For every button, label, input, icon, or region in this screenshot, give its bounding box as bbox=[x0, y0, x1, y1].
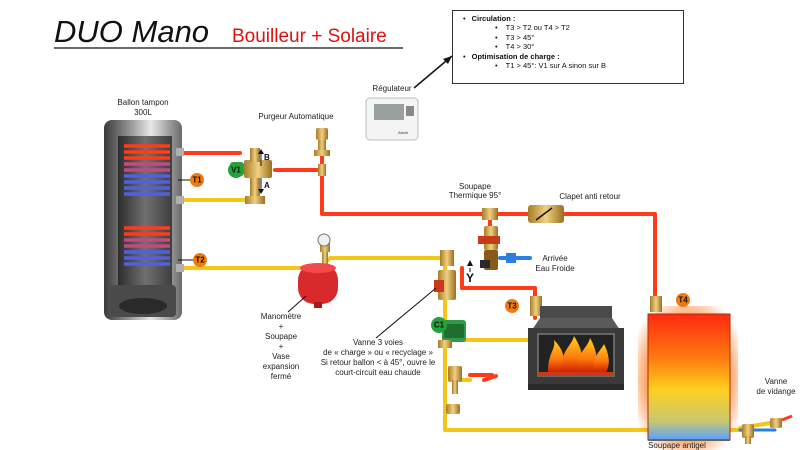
page-title: DUO Mano bbox=[54, 14, 209, 49]
svg-text:Si retour ballon < à 45°, ouvr: Si retour ballon < à 45°, ouvre le bbox=[321, 358, 436, 367]
pump-drain-valve bbox=[446, 366, 462, 414]
vanne3-pointer bbox=[375, 287, 437, 339]
stove-return-pipe bbox=[460, 286, 537, 320]
svg-text:fermé: fermé bbox=[271, 372, 292, 381]
expansion-vessel bbox=[298, 233, 338, 308]
svg-text:T2: T2 bbox=[195, 256, 205, 265]
manometre-label: Manomètre + Soupape + Vase expansion fer… bbox=[261, 312, 302, 381]
circulation-rule-3: T4 > 30° bbox=[495, 42, 677, 51]
circulator-pump[interactable] bbox=[438, 320, 466, 348]
regulator-unit: Régulateur Atech bbox=[365, 84, 419, 141]
tank-label-volume: 300L bbox=[134, 108, 152, 117]
circulation-rule-1: T3 > T2 ou T4 > T2 bbox=[495, 23, 677, 32]
charge-rule-1: T1 > 45°: V1 sur A sinon sur B bbox=[495, 61, 677, 70]
badge-t1: T1 bbox=[178, 173, 204, 187]
svg-text:Vanne 3 voies: Vanne 3 voies bbox=[353, 338, 403, 347]
badge-v1: V1 bbox=[228, 162, 244, 178]
badge-c1: C1 bbox=[431, 317, 447, 333]
port-a-label: A bbox=[264, 181, 270, 190]
svg-text:expansion: expansion bbox=[263, 362, 299, 371]
lower-coil bbox=[124, 226, 170, 266]
antigel-label: Soupape antigel bbox=[648, 441, 706, 450]
svg-text:de « charge » ou « recyclage »: de « charge » ou « recyclage » bbox=[323, 348, 433, 357]
svg-text:V1: V1 bbox=[231, 166, 241, 175]
check-valve: Clapet anti retour bbox=[528, 192, 621, 223]
svg-text:Soupape: Soupape bbox=[265, 332, 298, 341]
page-subtitle: Bouilleur + Solaire bbox=[232, 26, 387, 47]
circulation-rule-2: T3 > 45° bbox=[495, 33, 677, 42]
solar-collector bbox=[638, 296, 738, 450]
tank-label-name: Ballon tampon bbox=[117, 98, 168, 107]
clapet-to-t4-pipe bbox=[538, 212, 657, 300]
soupape-label-1: Soupape bbox=[459, 182, 492, 191]
fire-icon bbox=[548, 336, 609, 372]
antifreeze-valve: Soupape antigel bbox=[648, 424, 754, 450]
vidange-label-2: de vidange bbox=[756, 387, 796, 396]
svg-text:Vase: Vase bbox=[272, 352, 290, 361]
drain-handle bbox=[482, 374, 498, 382]
vanne3-label: Vanne 3 voies de « charge » ou « recycla… bbox=[321, 338, 436, 377]
regulateur-label: Régulateur bbox=[372, 84, 411, 93]
t3-fitting bbox=[530, 296, 542, 316]
sensor-badges: T1 T2 T3 T4 V1 C1 bbox=[178, 162, 690, 333]
svg-text:T4: T4 bbox=[678, 296, 688, 305]
stove-feed-pipe bbox=[453, 328, 537, 342]
vidange-label-1: Vanne bbox=[765, 377, 788, 386]
svg-text:T1: T1 bbox=[192, 176, 202, 185]
wood-stove bbox=[528, 306, 624, 390]
title-group: DUO Mano Bouilleur + Solaire bbox=[54, 14, 403, 49]
junction-y-label: Y bbox=[466, 271, 474, 285]
panel-return-pipe bbox=[443, 338, 662, 432]
auto-air-vent: Purgeur Automatique bbox=[258, 112, 334, 176]
soupape-label-2: Thermique 95° bbox=[449, 191, 502, 200]
svg-text:+: + bbox=[279, 342, 284, 351]
svg-text:+: + bbox=[279, 322, 284, 331]
arrivee-label-1: Arrivée bbox=[542, 254, 568, 263]
thermal-relief-valve: Soupape Thermique 95° bbox=[449, 182, 502, 270]
upper-coil bbox=[124, 144, 170, 196]
badge-t3: T3 bbox=[505, 299, 519, 313]
hot-header-pipe bbox=[320, 168, 492, 216]
regulator-brand: Atech bbox=[398, 130, 408, 135]
arrivee-label-2: Eau Froide bbox=[535, 264, 575, 273]
buffer-tank: Ballon tampon 300L bbox=[104, 98, 184, 320]
badge-t4: T4 bbox=[676, 293, 690, 307]
badge-t2: T2 bbox=[178, 253, 207, 267]
clapet-label: Clapet anti retour bbox=[559, 192, 621, 201]
charge-heading: Optimisation de charge : bbox=[463, 52, 677, 61]
control-rules-box: Circulation : T3 > T2 ou T4 > T2 T3 > 45… bbox=[452, 10, 684, 84]
drain-valve[interactable]: Vanne de vidange bbox=[756, 377, 796, 428]
svg-text:court-circuit eau chaude: court-circuit eau chaude bbox=[335, 368, 421, 377]
svg-text:C1: C1 bbox=[434, 321, 445, 330]
purgeur-label: Purgeur Automatique bbox=[258, 112, 334, 121]
svg-text:T3: T3 bbox=[507, 302, 517, 311]
svg-text:Manomètre: Manomètre bbox=[261, 312, 302, 321]
port-b-label: B bbox=[264, 153, 270, 162]
circulation-heading: Circulation : bbox=[463, 14, 677, 23]
three-way-mixing-valve[interactable] bbox=[434, 250, 456, 300]
cold-water-inlet: Arrivée Eau Froide bbox=[506, 253, 575, 273]
